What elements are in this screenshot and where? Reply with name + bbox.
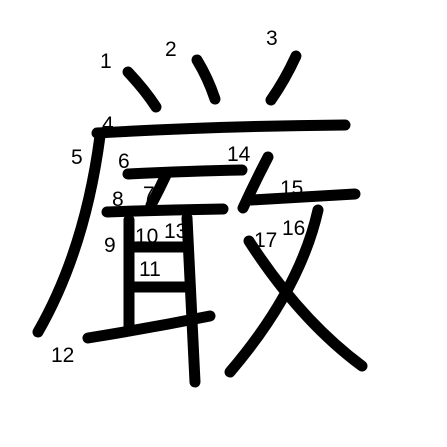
- stroke-8: [101, 203, 229, 218]
- stroke-5: [32, 130, 106, 338]
- stroke-number-11: 11: [139, 258, 161, 281]
- stroke-3: [265, 50, 302, 106]
- stroke-4: [91, 119, 351, 139]
- stroke-number-8: 8: [112, 188, 124, 211]
- stroke-13: [181, 212, 201, 388]
- stroke-15: [245, 188, 361, 206]
- stroke-number-10: 10: [135, 225, 158, 248]
- stroke-17: [243, 235, 368, 372]
- stroke-number-2: 2: [165, 38, 177, 61]
- stroke-order-numbers: 1 2 3 4 5 6 7 8 9 10 11 12 13 14 15 16 1…: [51, 27, 305, 367]
- stroke-7: [145, 169, 172, 211]
- stroke-6: [122, 164, 248, 180]
- stroke-14: [237, 151, 274, 214]
- stroke-number-6: 6: [118, 150, 130, 173]
- stroke-number-3: 3: [266, 27, 278, 50]
- stroke-number-4: 4: [102, 113, 114, 136]
- stroke-number-16: 16: [282, 217, 305, 240]
- stroke-1: [122, 66, 162, 113]
- stroke-number-7: 7: [143, 183, 155, 206]
- stroke-2: [191, 54, 221, 105]
- stroke-number-13: 13: [164, 220, 187, 243]
- stroke-number-17: 17: [254, 229, 277, 252]
- stroke-number-14: 14: [227, 143, 251, 166]
- character-strokes: [32, 50, 368, 388]
- stroke-number-15: 15: [280, 177, 303, 200]
- stroke-number-5: 5: [71, 146, 83, 169]
- stroke-number-12: 12: [51, 344, 74, 367]
- stroke-number-9: 9: [104, 234, 116, 257]
- stroke-number-1: 1: [100, 50, 112, 73]
